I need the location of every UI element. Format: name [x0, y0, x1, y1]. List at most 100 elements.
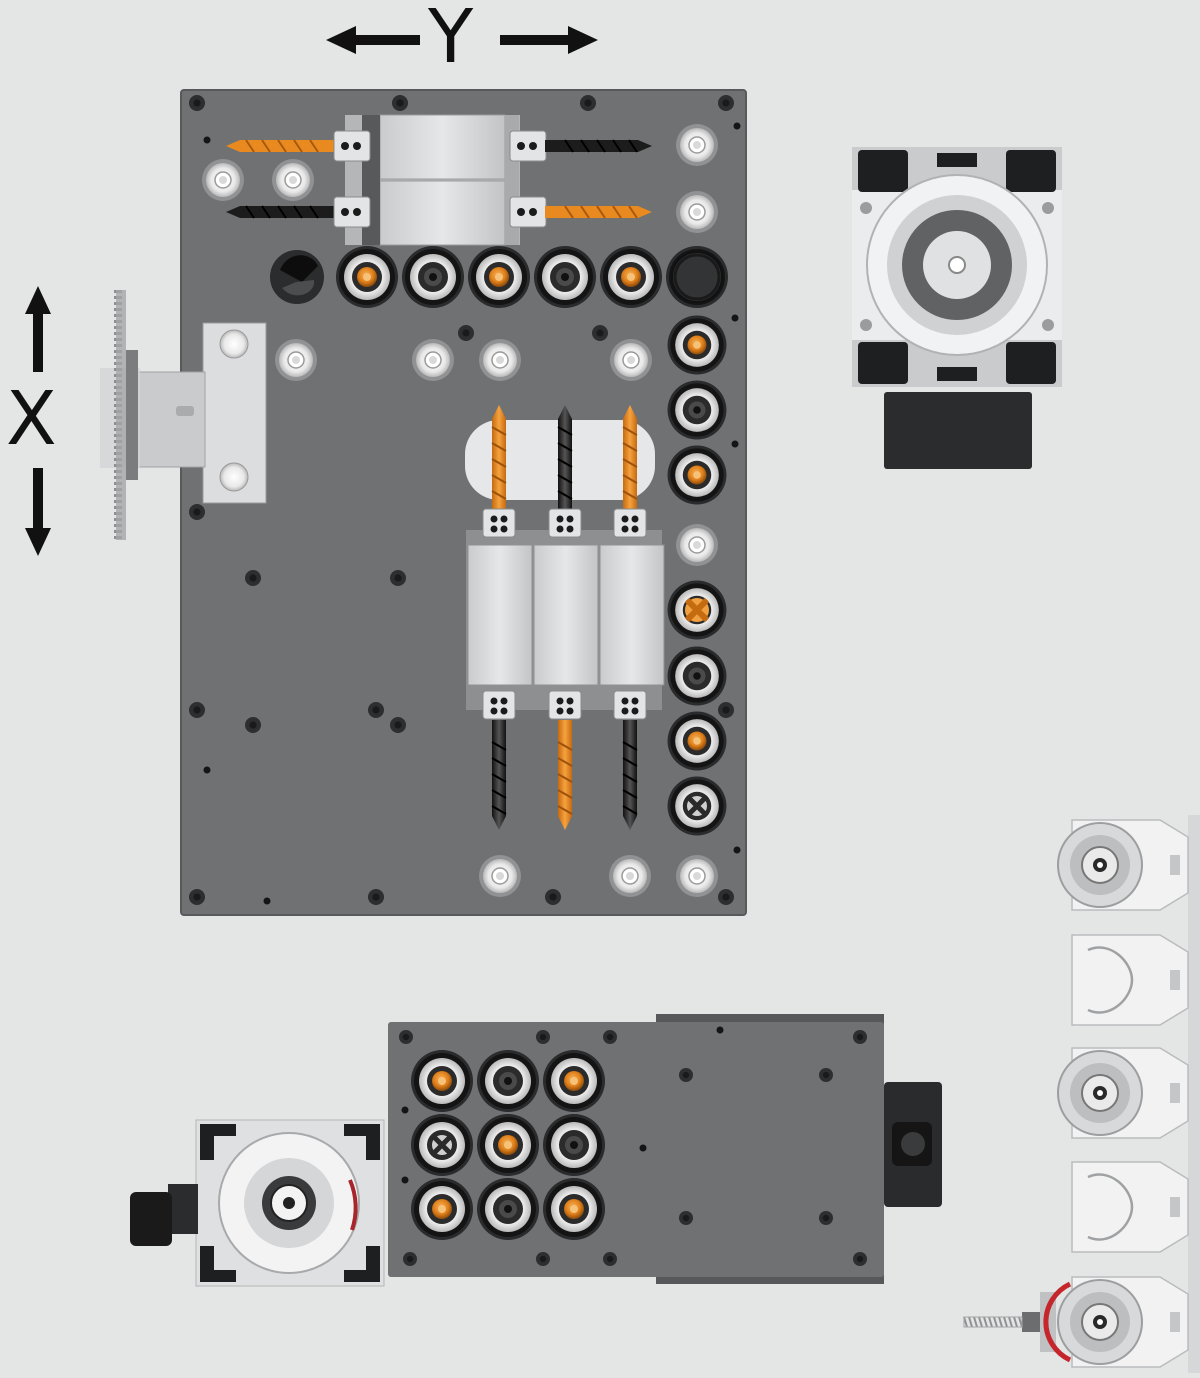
bit-flute — [491, 442, 507, 452]
bit-collar — [509, 130, 547, 162]
screw-socket — [394, 574, 402, 582]
screw — [245, 570, 261, 586]
fork-mount — [1170, 1312, 1180, 1332]
bit-flute — [564, 139, 574, 153]
collar-screw — [500, 707, 508, 715]
pin-hole — [401, 1176, 409, 1184]
bit-collar — [548, 508, 582, 538]
collet-bit-tip — [504, 1077, 512, 1085]
y-arrow-left-icon — [326, 26, 420, 54]
bit-flute — [557, 789, 573, 799]
arrow-shaft — [356, 35, 420, 45]
bushing-center — [627, 356, 635, 364]
screw-socket — [682, 1214, 690, 1222]
bit-flute — [596, 139, 606, 153]
screw — [580, 95, 596, 111]
black-collet — [543, 1114, 605, 1176]
collar-screw — [621, 707, 629, 715]
arrow-head — [326, 26, 356, 54]
screw — [592, 325, 608, 341]
tool-fork-with-holder — [1057, 819, 1189, 911]
bit-flute — [622, 741, 638, 751]
cable-gland — [168, 1184, 198, 1234]
screw-socket — [249, 574, 257, 582]
bit-flute — [557, 773, 573, 783]
screw — [603, 1252, 617, 1266]
bushing-center — [693, 541, 701, 549]
screw-socket — [722, 706, 730, 714]
collar-screw — [353, 142, 361, 150]
screw — [390, 570, 406, 586]
collar-screw — [631, 515, 639, 523]
black-collet — [477, 1050, 539, 1112]
bit-collar — [548, 690, 582, 720]
bushing — [479, 339, 521, 381]
spring-coil — [1003, 1316, 1008, 1328]
flange-bolt — [860, 319, 872, 331]
black-collet — [411, 1114, 473, 1176]
saw-blade — [114, 290, 138, 540]
orange-collet — [411, 1178, 473, 1240]
screw — [189, 504, 205, 520]
bushing — [609, 855, 651, 897]
bit-flute — [557, 442, 573, 452]
screw — [399, 1030, 413, 1044]
black-collet — [667, 776, 727, 836]
pin-hole — [716, 1026, 724, 1034]
screw-socket — [596, 329, 604, 337]
drill-bit — [491, 405, 507, 510]
drill-bit — [226, 139, 335, 153]
collar-body — [548, 508, 582, 538]
bit-body — [623, 419, 637, 510]
bit-flute — [557, 458, 573, 468]
collar-screw — [556, 525, 564, 533]
black-collet — [402, 246, 464, 308]
bit-body — [545, 140, 638, 152]
fork-mount — [1170, 1197, 1180, 1217]
fork-mount — [1170, 1083, 1180, 1103]
bushing — [676, 855, 718, 897]
bushing-center — [693, 872, 701, 880]
bit-flute — [622, 490, 638, 500]
arrow-shaft — [33, 468, 43, 528]
bit-flute — [622, 458, 638, 468]
pin-hole — [203, 136, 211, 144]
fork-plate — [1071, 1161, 1189, 1253]
holder-seal — [1043, 1281, 1072, 1363]
screw-socket — [193, 706, 201, 714]
bit-tip — [492, 816, 506, 830]
screw-socket — [193, 99, 201, 107]
corner-clamp — [344, 1246, 380, 1282]
bit-tip — [226, 140, 240, 152]
bushing — [676, 124, 718, 166]
bit-flute — [491, 789, 507, 799]
collet-bit-tip — [561, 273, 569, 281]
bit-flute — [622, 789, 638, 799]
edge-slot — [937, 367, 977, 381]
bit-flute — [557, 805, 573, 815]
collar-screw — [631, 707, 639, 715]
collar-screw — [621, 697, 629, 705]
drill-block — [379, 180, 506, 246]
bit-collar — [333, 196, 371, 228]
horizontal-drill-assembly — [226, 114, 652, 246]
bushing-center — [496, 356, 504, 364]
screw — [536, 1030, 550, 1044]
screw-socket — [462, 329, 470, 337]
collet-cross — [684, 597, 710, 623]
bushing-center — [693, 141, 701, 149]
bit-body — [545, 206, 638, 218]
spring-coil — [1013, 1316, 1018, 1328]
spring-outline — [963, 1316, 1023, 1328]
bit-flute — [612, 139, 622, 153]
bit-collar — [509, 196, 547, 228]
bushing — [479, 855, 521, 897]
black-collet — [534, 246, 596, 308]
saw-flange — [126, 350, 138, 480]
screw — [368, 889, 384, 905]
bit-flute — [622, 805, 638, 815]
pin-hole — [733, 846, 741, 854]
bushing — [412, 339, 454, 381]
bit-collar — [613, 508, 647, 538]
